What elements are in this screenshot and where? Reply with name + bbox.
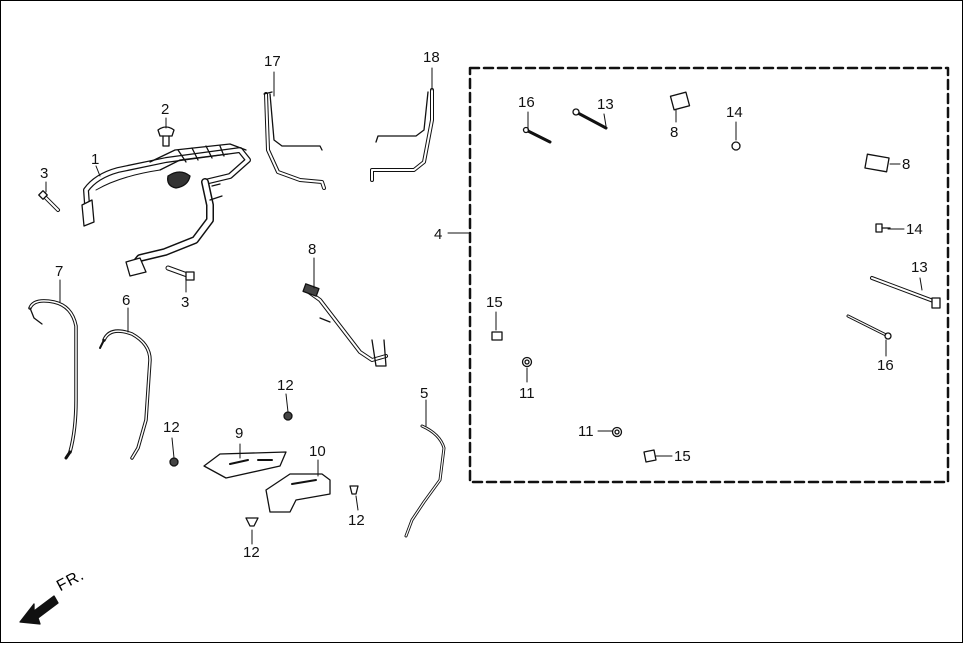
callout-11-bottom: 11 <box>578 423 594 440</box>
collar-8-upper <box>669 91 691 111</box>
callout-13-upper: 13 <box>597 96 614 113</box>
screw-12-a <box>283 411 293 421</box>
callout-8-stand: 8 <box>308 241 317 258</box>
kit-boundary-box <box>468 66 950 484</box>
bolt-3-upper <box>38 190 60 212</box>
callout-14-right: 14 <box>906 221 923 238</box>
callout-5: 5 <box>420 385 429 402</box>
callout-7: 7 <box>55 263 64 280</box>
screw-12-c <box>349 485 359 495</box>
leader-lines <box>45 67 923 545</box>
bolt-13-upper <box>572 108 608 130</box>
callout-18: 18 <box>423 49 440 66</box>
callout-11-left: 11 <box>519 385 535 402</box>
callout-16-long: 16 <box>877 357 894 374</box>
callout-15-bottom: 15 <box>674 448 691 465</box>
callout-8-collar-upper: 8 <box>670 124 679 141</box>
pin-16-upper <box>522 126 552 144</box>
nut-11-bottom <box>611 426 623 438</box>
knob-part <box>157 126 175 147</box>
nut-11-left <box>521 356 533 368</box>
bracket-17 <box>263 91 326 190</box>
callout-4: 4 <box>434 226 443 243</box>
callout-12-right: 12 <box>348 512 365 529</box>
callout-15-left: 15 <box>486 294 503 311</box>
callout-12-top: 12 <box>277 377 294 394</box>
rear-carrier-frame <box>81 143 251 277</box>
callout-2: 2 <box>161 101 170 118</box>
callout-12-bottom: 12 <box>243 544 260 561</box>
callout-13-long: 13 <box>911 259 928 276</box>
cable-6 <box>99 329 152 460</box>
screw-12-b <box>169 457 179 467</box>
stand-8 <box>302 283 388 367</box>
callout-3-lower: 3 <box>181 294 190 311</box>
bracket-18 <box>370 88 434 182</box>
callout-10: 10 <box>309 443 326 460</box>
callout-6: 6 <box>122 292 131 309</box>
callout-9: 9 <box>235 425 244 442</box>
plate-9 <box>203 451 287 479</box>
callout-1: 1 <box>91 151 100 168</box>
collar-8-right <box>864 153 890 173</box>
callout-3-upper: 3 <box>40 165 49 182</box>
pin-16-long <box>846 314 892 340</box>
bolt-15-left <box>491 331 503 341</box>
bolt-13-long <box>870 276 941 309</box>
nut-14-upper <box>731 141 741 151</box>
bracket-10 <box>265 473 331 513</box>
callout-14-upper: 14 <box>726 104 743 121</box>
front-direction-arrow-icon <box>19 595 59 625</box>
bolt-3-lower <box>165 265 195 281</box>
bolt-14-right <box>875 223 891 233</box>
callout-16-upper: 16 <box>518 94 535 111</box>
cable-7 <box>28 299 78 460</box>
callout-17: 17 <box>264 53 281 70</box>
callout-8-collar-right: 8 <box>902 156 911 173</box>
cable-5 <box>404 424 446 538</box>
bolt-15-bottom <box>643 449 657 463</box>
screw-12-d <box>245 517 259 527</box>
callout-12-left: 12 <box>163 419 180 436</box>
